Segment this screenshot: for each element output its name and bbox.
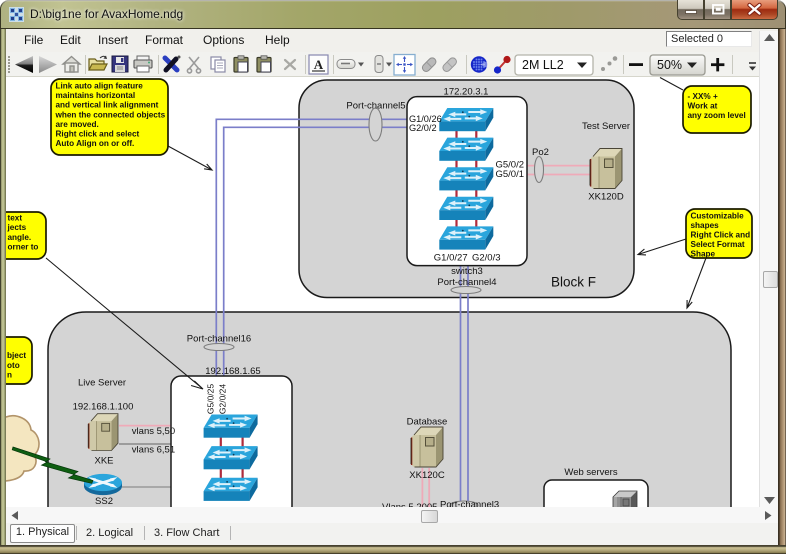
- svg-text:XK120D: XK120D: [588, 192, 624, 203]
- svg-text:oto: oto: [7, 361, 20, 370]
- svg-text:2M LL2: 2M LL2: [522, 58, 564, 72]
- svg-text:bject: bject: [7, 351, 26, 360]
- svg-text:Customizable: Customizable: [691, 212, 745, 221]
- svg-text:Database: Database: [407, 417, 448, 428]
- svg-text:50%: 50%: [657, 58, 682, 72]
- svg-text:A: A: [314, 57, 324, 72]
- svg-text:Web servers: Web servers: [564, 467, 617, 478]
- svg-text:G5/0/1: G5/0/1: [495, 169, 524, 180]
- svg-text:n: n: [7, 371, 12, 380]
- svg-text:shapes: shapes: [691, 221, 720, 230]
- svg-text:172.20.3.1: 172.20.3.1: [444, 87, 489, 98]
- svg-text:maintains horizontal: maintains horizontal: [56, 91, 136, 100]
- svg-text:G5/0/25: G5/0/25: [206, 384, 216, 415]
- svg-text:Block F: Block F: [551, 275, 596, 290]
- svg-text:XKE: XKE: [94, 456, 113, 467]
- svg-text:- XX% +: - XX% +: [688, 92, 718, 101]
- svg-text:orner to: orner to: [8, 243, 39, 252]
- svg-text:text: text: [8, 214, 23, 223]
- svg-text:vlans 6,51: vlans 6,51: [132, 445, 175, 456]
- svg-text:Port-channel5: Port-channel5: [346, 101, 405, 112]
- svg-text:Live Server: Live Server: [78, 378, 126, 389]
- svg-text:Test Server: Test Server: [582, 121, 630, 132]
- svg-text:vlans 5,50: vlans 5,50: [132, 426, 175, 437]
- svg-text:when the connected objects: when the connected objects: [55, 110, 166, 119]
- svg-text:Right click and select: Right click and select: [56, 130, 140, 139]
- svg-text:Po2: Po2: [532, 147, 549, 158]
- svg-text:Port-channel4: Port-channel4: [437, 277, 496, 288]
- svg-text:any zoom level: any zoom level: [688, 111, 746, 120]
- svg-text:192.168.1.100: 192.168.1.100: [73, 402, 134, 413]
- svg-text:G5/0/2: G5/0/2: [495, 160, 524, 171]
- svg-text:jects: jects: [7, 223, 27, 232]
- svg-text:G1/0/27: G1/0/27: [434, 253, 468, 264]
- svg-text:Vlans 5,2005: Vlans 5,2005: [382, 502, 437, 507]
- svg-text:Port-channel3: Port-channel3: [440, 500, 499, 508]
- svg-text:192.168.1.65: 192.168.1.65: [205, 366, 260, 377]
- svg-text:are moved.: are moved.: [56, 120, 99, 129]
- svg-text:G2/0/2: G2/0/2: [409, 123, 437, 133]
- svg-text:Work at: Work at: [688, 102, 718, 111]
- svg-text:and vertical link alignment: and vertical link alignment: [56, 101, 159, 110]
- svg-text:G2/0/3: G2/0/3: [472, 253, 501, 264]
- svg-text:Auto Align on or off.: Auto Align on or off.: [56, 139, 135, 148]
- svg-text:XK120C: XK120C: [409, 470, 445, 481]
- svg-text:Link auto align feature: Link auto align feature: [56, 82, 144, 91]
- svg-text:Select Format: Select Format: [691, 240, 745, 249]
- svg-text:Right Click and: Right Click and: [691, 231, 751, 240]
- svg-text:switch3: switch3: [451, 266, 483, 277]
- svg-text:SS2: SS2: [95, 496, 113, 507]
- svg-text:G2/0/24: G2/0/24: [218, 384, 228, 415]
- svg-text:Port-channel16: Port-channel16: [187, 334, 251, 345]
- svg-text:G1/0/26: G1/0/26: [409, 114, 442, 124]
- svg-text:Shape: Shape: [691, 250, 716, 259]
- svg-text:angle.: angle.: [8, 233, 32, 242]
